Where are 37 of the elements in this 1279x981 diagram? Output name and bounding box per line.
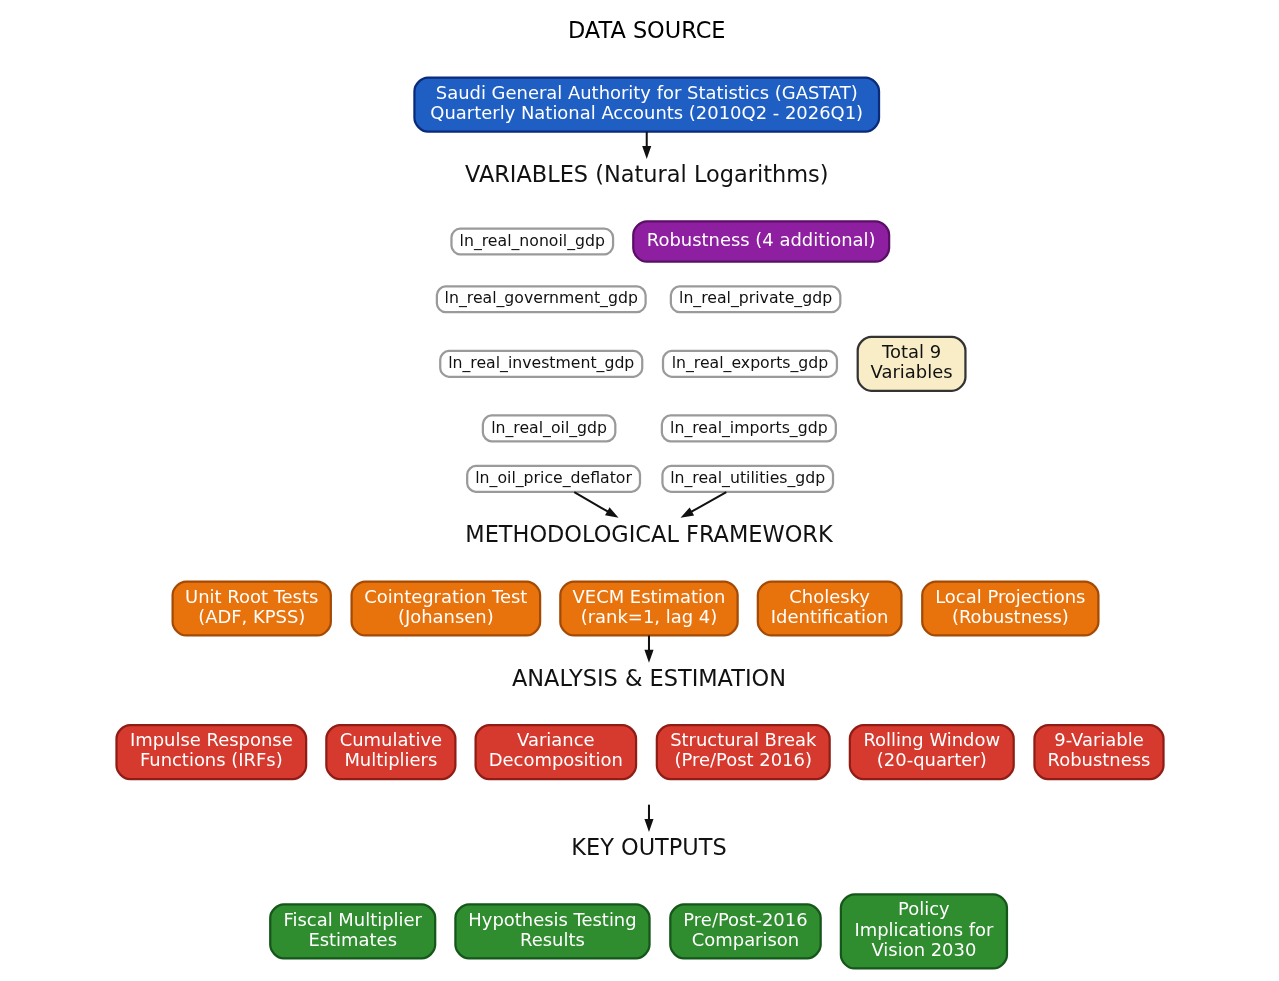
arrow [641, 131, 651, 159]
node-box: ln_real_exports_gdp [661, 349, 838, 378]
arrow [643, 635, 654, 663]
node-box: Total 9 Variables [856, 335, 967, 392]
arrow [643, 804, 654, 832]
node-box: Policy Implications for Vision 2030 [839, 893, 1008, 970]
node-box: Robustness (4 additional) [631, 220, 890, 263]
arrow [573, 491, 619, 518]
node-box: Cumulative Multipliers [324, 724, 456, 781]
node-box: ln_real_utilities_gdp [660, 464, 834, 493]
node-box: 9-Variable Robustness [1032, 724, 1165, 781]
node-box: Impulse Response Functions (IRFs) [114, 724, 307, 781]
label: DATA SOURCE [567, 17, 726, 44]
node-text: KEY OUTPUTS [570, 834, 727, 861]
node-box: ln_real_oil_gdp [481, 414, 616, 443]
node-box: Variance Decomposition [474, 724, 637, 781]
node-box: Cholesky Identification [756, 580, 903, 637]
node-box: Fiscal Multiplier Estimates [268, 903, 436, 960]
node-box: Hypothesis Testing Results [453, 903, 651, 960]
node-box: ln_real_government_gdp [435, 285, 647, 314]
node-text: METHODOLOGICAL FRAMEWORK [464, 521, 833, 548]
node-text: VARIABLES (Natural Logarithms) [464, 161, 828, 188]
node-box: ln_real_investment_gdp [438, 349, 643, 378]
node-box: Saudi General Authority for Statistics (GASTAT) Quarterly National Accounts (2010Q2 - 2026Q1) [412, 76, 880, 133]
node-box: ln_oil_price_deflator [465, 464, 641, 493]
node-box: ln_real_imports_gdp [660, 414, 837, 443]
node-box: VECM Estimation (rank=1, lag 4) [558, 580, 739, 637]
node-box: ln_real_nonoil_gdp [449, 227, 614, 256]
node-box: Local Projections (Robustness) [920, 580, 1100, 637]
node-box: ln_real_private_gdp [669, 285, 841, 314]
node-box: Rolling Window (20-quarter) [848, 724, 1015, 781]
node-box: Cointegration Test (Johansen) [349, 580, 541, 637]
node-box: Structural Break (Pre/Post 2016) [655, 724, 831, 781]
node-text: ANALYSIS & ESTIMATION [511, 664, 786, 691]
node-box: Unit Root Tests (ADF, KPSS) [171, 580, 332, 637]
arrow [680, 491, 727, 518]
node-box: Pre/Post-2016 Comparison [668, 903, 822, 960]
